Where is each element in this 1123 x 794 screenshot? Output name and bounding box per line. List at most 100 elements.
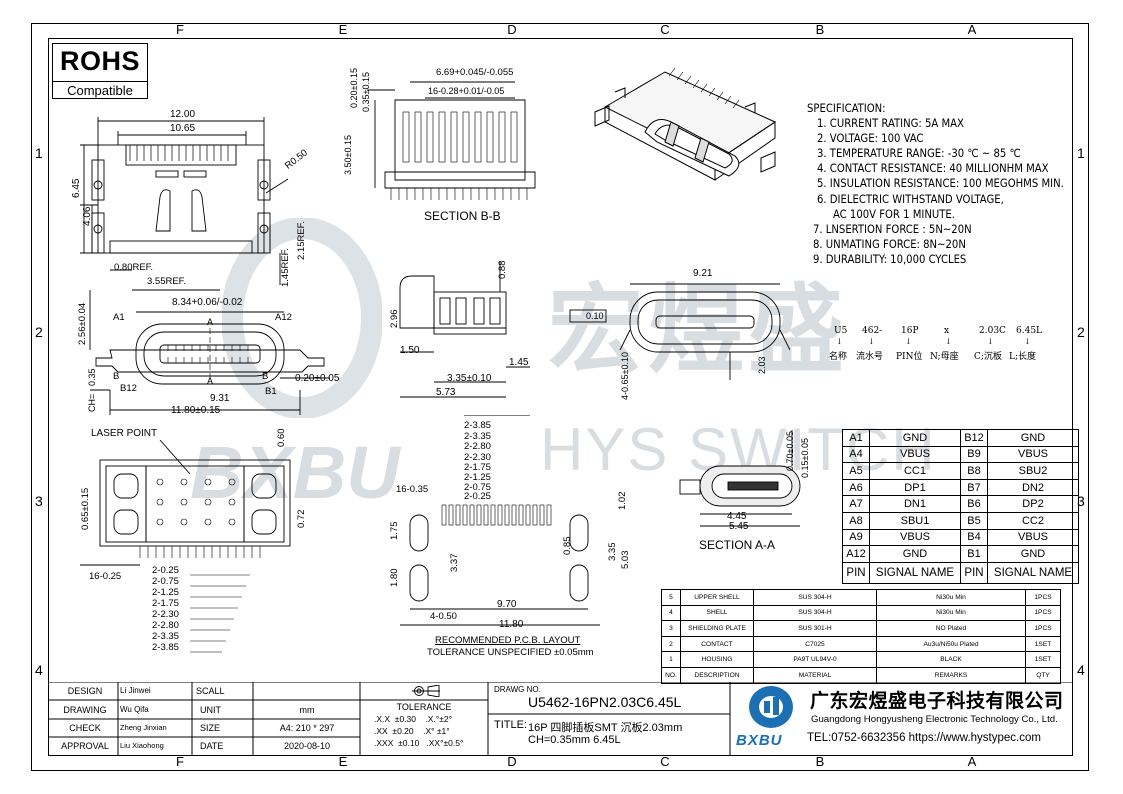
section-bb-label: SECTION B-B: [424, 209, 501, 223]
laser-point-label: LASER POINT: [91, 428, 158, 439]
dim-label: 0.10: [586, 311, 604, 321]
projection-symbol-icon: [412, 685, 440, 697]
table-row: 5 UPPER SHELL SUS 304-H Ni30u Min 1PCS: [661, 589, 1061, 606]
dim-label: 1.80: [389, 568, 400, 588]
mat-cell: SUS 304-H: [753, 589, 877, 606]
dim-label: 0.35±0.15: [361, 72, 371, 112]
col-label: D: [507, 22, 517, 37]
dim-label: 1.45: [509, 357, 529, 368]
dim-label: 2-1.25: [464, 472, 491, 483]
part-meaning: PIN位: [896, 352, 923, 362]
date-value: 2020-08-10: [283, 741, 331, 751]
dim-label: B1: [265, 386, 277, 397]
check-name: Zheng Jinxian: [120, 723, 167, 732]
dim-label: 3.35: [607, 542, 618, 562]
pin-cell: A6: [842, 478, 870, 497]
date-label: DATE: [200, 741, 224, 751]
row-label: 4: [35, 662, 43, 678]
col-label: D: [507, 754, 517, 769]
signal-cell: VBUS: [987, 445, 1079, 464]
signal-cell: DN1: [869, 495, 961, 513]
mat-cell: SHIELDING PLATE: [680, 620, 754, 637]
row-label: 3: [35, 493, 43, 509]
dim-label: 5.03: [620, 550, 631, 570]
dim-label: 0.88: [497, 260, 508, 280]
mat-cell: C7025: [753, 635, 877, 653]
company-contact: TEL:0752-6632356 https://www.hystypec.co…: [807, 732, 1041, 744]
pin-cell: B8: [960, 462, 988, 480]
arrow-icon: ↓: [836, 337, 843, 346]
dim-label: 16-0.35: [396, 484, 429, 495]
dim-label: CH=: [87, 393, 97, 412]
dim-label: 4.45: [727, 511, 747, 522]
pin-cell: A12: [842, 545, 870, 563]
dim-label: 9.21: [693, 268, 713, 279]
dim-label: 3.35±0.10: [447, 373, 492, 384]
side-view-drawing: [399, 262, 530, 398]
dim-label: 8.34+0.06/-0.02: [172, 297, 243, 308]
drawing-no: U5462-16PN2.03C6.45L: [528, 694, 682, 710]
watermark-logo: BXBU: [190, 431, 400, 514]
part-code: x: [944, 326, 950, 336]
dim-label: 2-2.80: [464, 441, 491, 452]
signal-cell: DP2: [987, 495, 1079, 513]
part-code: 2.03C: [979, 326, 1006, 336]
check-label: CHECK: [69, 723, 101, 733]
dim-label: 6.69+0.045/-0.055: [436, 67, 514, 78]
signal-cell: GND: [869, 545, 961, 563]
dim-label: 9.31: [210, 393, 230, 404]
section-bb-drawing: [367, 81, 536, 200]
signal-cell: DN2: [987, 478, 1079, 497]
mat-cell: 2: [661, 635, 681, 653]
mat-cell: Ni30u Min: [876, 604, 1026, 622]
section-aa-label: SECTION A-A: [699, 538, 776, 552]
company-logo-icon: [749, 686, 793, 728]
mat-cell: 5: [661, 589, 681, 606]
company-name-en: Guangdong Hongyusheng Electronic Technol…: [811, 714, 1058, 725]
pcb-layout-title: RECOMMENDED P.C.B. LAYOUT: [435, 635, 581, 646]
col-label: B: [815, 754, 825, 769]
dim-label: 2.15REF.: [296, 220, 307, 260]
pin-cell: B12: [960, 429, 988, 447]
signal-cell: GND: [987, 429, 1079, 447]
row-label: 4: [1077, 662, 1085, 678]
header-cell: PIN: [960, 561, 988, 584]
dim-label: 2-0.25: [464, 491, 491, 502]
unit-label: UNIT: [200, 705, 221, 715]
mat-cell: 1PCS: [1025, 589, 1061, 606]
header-cell: SIGNAL NAME: [869, 561, 961, 584]
section-aa-drawing: [679, 430, 801, 527]
outer-frame: [31, 23, 1089, 771]
dim-label: 2.96: [389, 309, 400, 329]
mat-cell: SUS 301-H: [753, 620, 877, 637]
dim-label: 0.70±0.05: [785, 431, 795, 471]
dim-label: A: [207, 376, 214, 386]
row-label: 3: [1077, 493, 1085, 509]
spec-heading: SPECIFICATION:: [807, 102, 886, 115]
row-label: 1: [35, 145, 43, 161]
approval-name: Liu Xiaohong: [120, 741, 164, 750]
dim-label: 2-3.35: [464, 431, 491, 442]
signal-cell: CC1: [869, 462, 961, 480]
part-meaning: L;长度: [1009, 352, 1037, 362]
dim-label: B12: [120, 383, 137, 394]
end-view-drawing: [569, 283, 790, 380]
col-label: F: [176, 22, 184, 37]
company-name-cn: 广东宏煜盛电子科技有限公司: [810, 691, 1064, 712]
dim-label: 0.15±0.05: [800, 438, 810, 478]
bottom-view-drawing: [80, 440, 291, 566]
mat-cell: PA9T UL94V-0: [753, 651, 877, 668]
rohs-subtitle: Compatible: [53, 81, 147, 98]
watermark-logo-icon: [222, 218, 382, 418]
header-cell: PIN: [842, 561, 870, 584]
dim-label: 2-3.85: [152, 642, 179, 653]
spec-line: 3. TEMPERATURE RANGE: -30 ℃ ~ 85 ℃: [817, 147, 1021, 161]
mat-header-cell: NO.: [661, 666, 681, 684]
col-label: A: [967, 22, 977, 37]
arrow-icon: ↓: [987, 337, 994, 346]
drawing-name: Wu Qifa: [120, 705, 149, 714]
dim-label: 0.85: [562, 536, 573, 556]
